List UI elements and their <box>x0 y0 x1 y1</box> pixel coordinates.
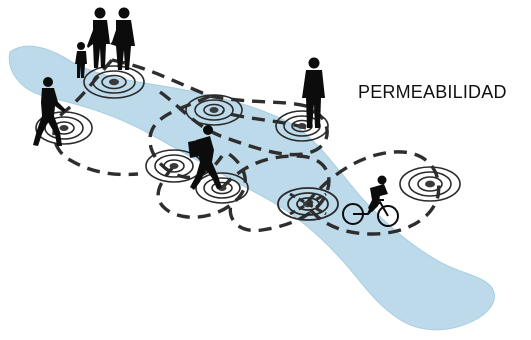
center-node <box>186 95 242 125</box>
family-silhouette-icon <box>75 8 135 79</box>
concentric-target-icon <box>425 181 435 188</box>
right-node <box>400 167 460 201</box>
concentric-target-icon <box>298 123 307 129</box>
family-node <box>84 66 144 98</box>
concentric-target-icon <box>170 163 179 169</box>
concentric-target-icon <box>109 79 119 85</box>
permeability-label: PERMEABILIDAD <box>358 82 507 102</box>
concentric-target-icon <box>210 107 219 113</box>
concentric-target-icon <box>60 125 69 131</box>
